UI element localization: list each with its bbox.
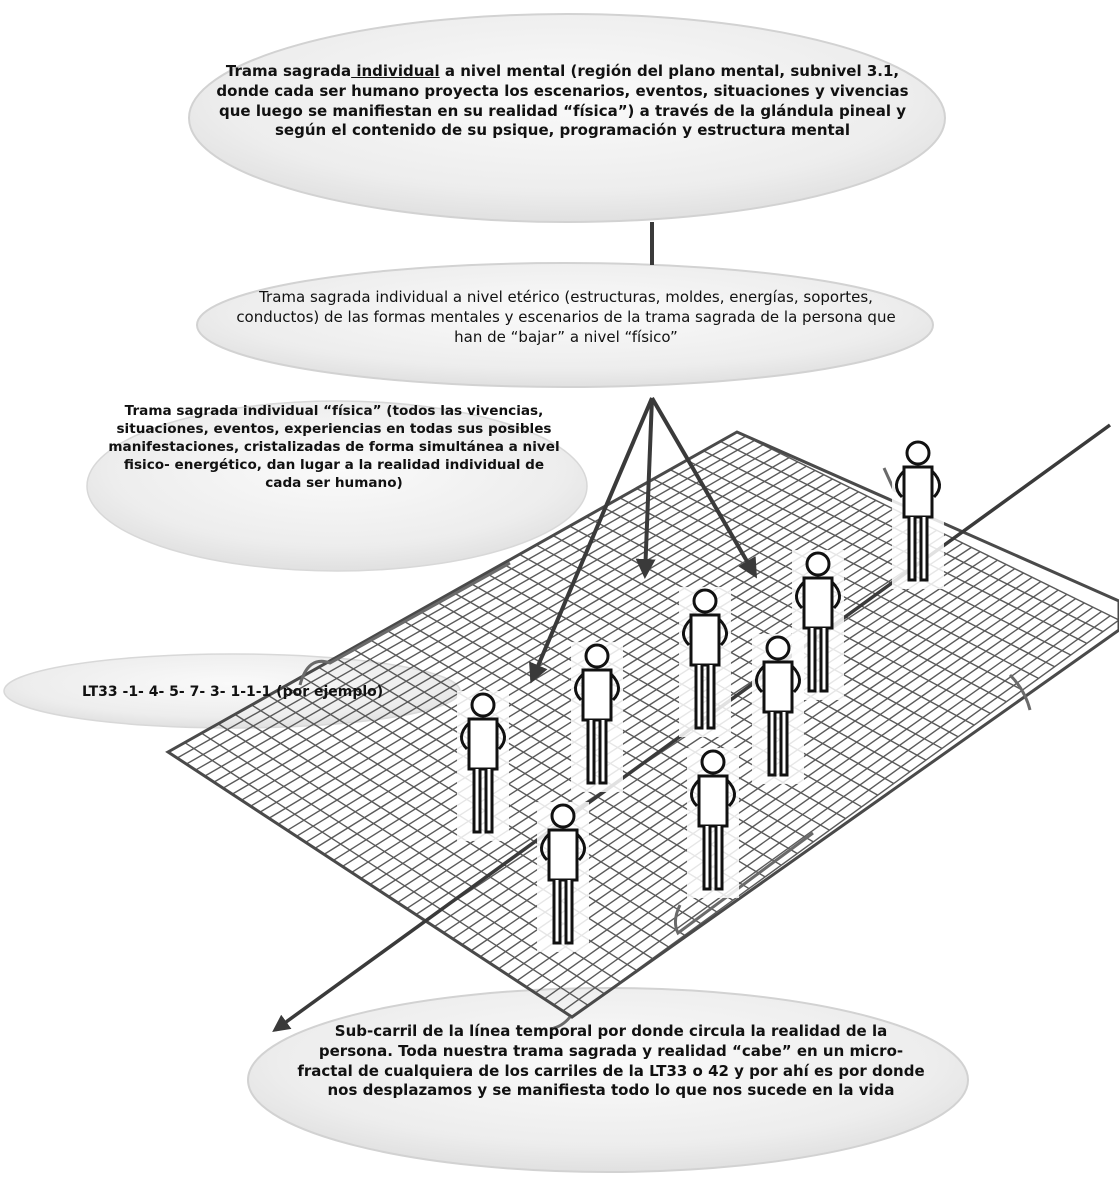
arrow-right — [650, 396, 758, 579]
arrow-left — [529, 397, 654, 684]
grid-wire — [516, 593, 1068, 982]
grid-wire — [562, 615, 1111, 1012]
human-figure — [537, 802, 589, 952]
projection-arrows — [529, 396, 758, 684]
grid-wire — [213, 452, 781, 783]
grid-wire — [231, 461, 799, 795]
grid-wire — [268, 478, 833, 819]
human-figure — [679, 587, 731, 737]
grid-wire — [534, 602, 1085, 994]
grid-wire — [204, 448, 773, 777]
grid-wire — [222, 457, 790, 789]
grid-wire — [241, 465, 807, 801]
physical-plane-bubble — [86, 400, 588, 572]
eteric-plane-bubble — [196, 262, 934, 388]
grid-wire — [544, 606, 1094, 1000]
physical-plane-label: Trama sagrada individual “física” (todos… — [108, 403, 560, 491]
human-figure — [792, 550, 844, 700]
rack-leg — [1008, 673, 1032, 711]
timeline-example-label: LT33 -1- 4- 5- 7- 3- 1-1-1 (por ejemplo) — [82, 684, 384, 700]
rack-leg — [549, 1016, 572, 1031]
eteric-plane-label: Trama sagrada individual a nivel etérico… — [236, 288, 896, 346]
grid-wire — [286, 486, 851, 831]
human-figures — [457, 439, 944, 952]
human-figure — [752, 634, 804, 784]
sub-rail-bubble — [247, 987, 969, 1173]
rack-leg — [298, 561, 511, 686]
rack-leg — [673, 831, 814, 936]
human-figure — [687, 748, 739, 898]
mental-plane-label: Trama sagrada individual a nivel mental … — [216, 62, 909, 140]
grid-wire — [443, 559, 998, 934]
grid-wire — [277, 482, 842, 825]
grid-wire — [176, 435, 747, 759]
human-figure — [571, 642, 623, 792]
mental-plane-bubble — [188, 13, 946, 223]
arrow-middle — [635, 397, 656, 579]
grid-wire — [397, 538, 955, 904]
human-figure — [457, 691, 509, 841]
grid-wire — [195, 444, 764, 771]
wire-rack-frame — [165, 430, 1119, 1019]
grid-wire — [525, 598, 1076, 988]
grid-wire — [186, 439, 755, 765]
grid-wire — [433, 555, 990, 928]
sub-rail-label: Sub-carril de la línea temporal por dond… — [297, 1022, 925, 1100]
grid-wire — [250, 469, 816, 807]
human-figure — [892, 439, 944, 589]
